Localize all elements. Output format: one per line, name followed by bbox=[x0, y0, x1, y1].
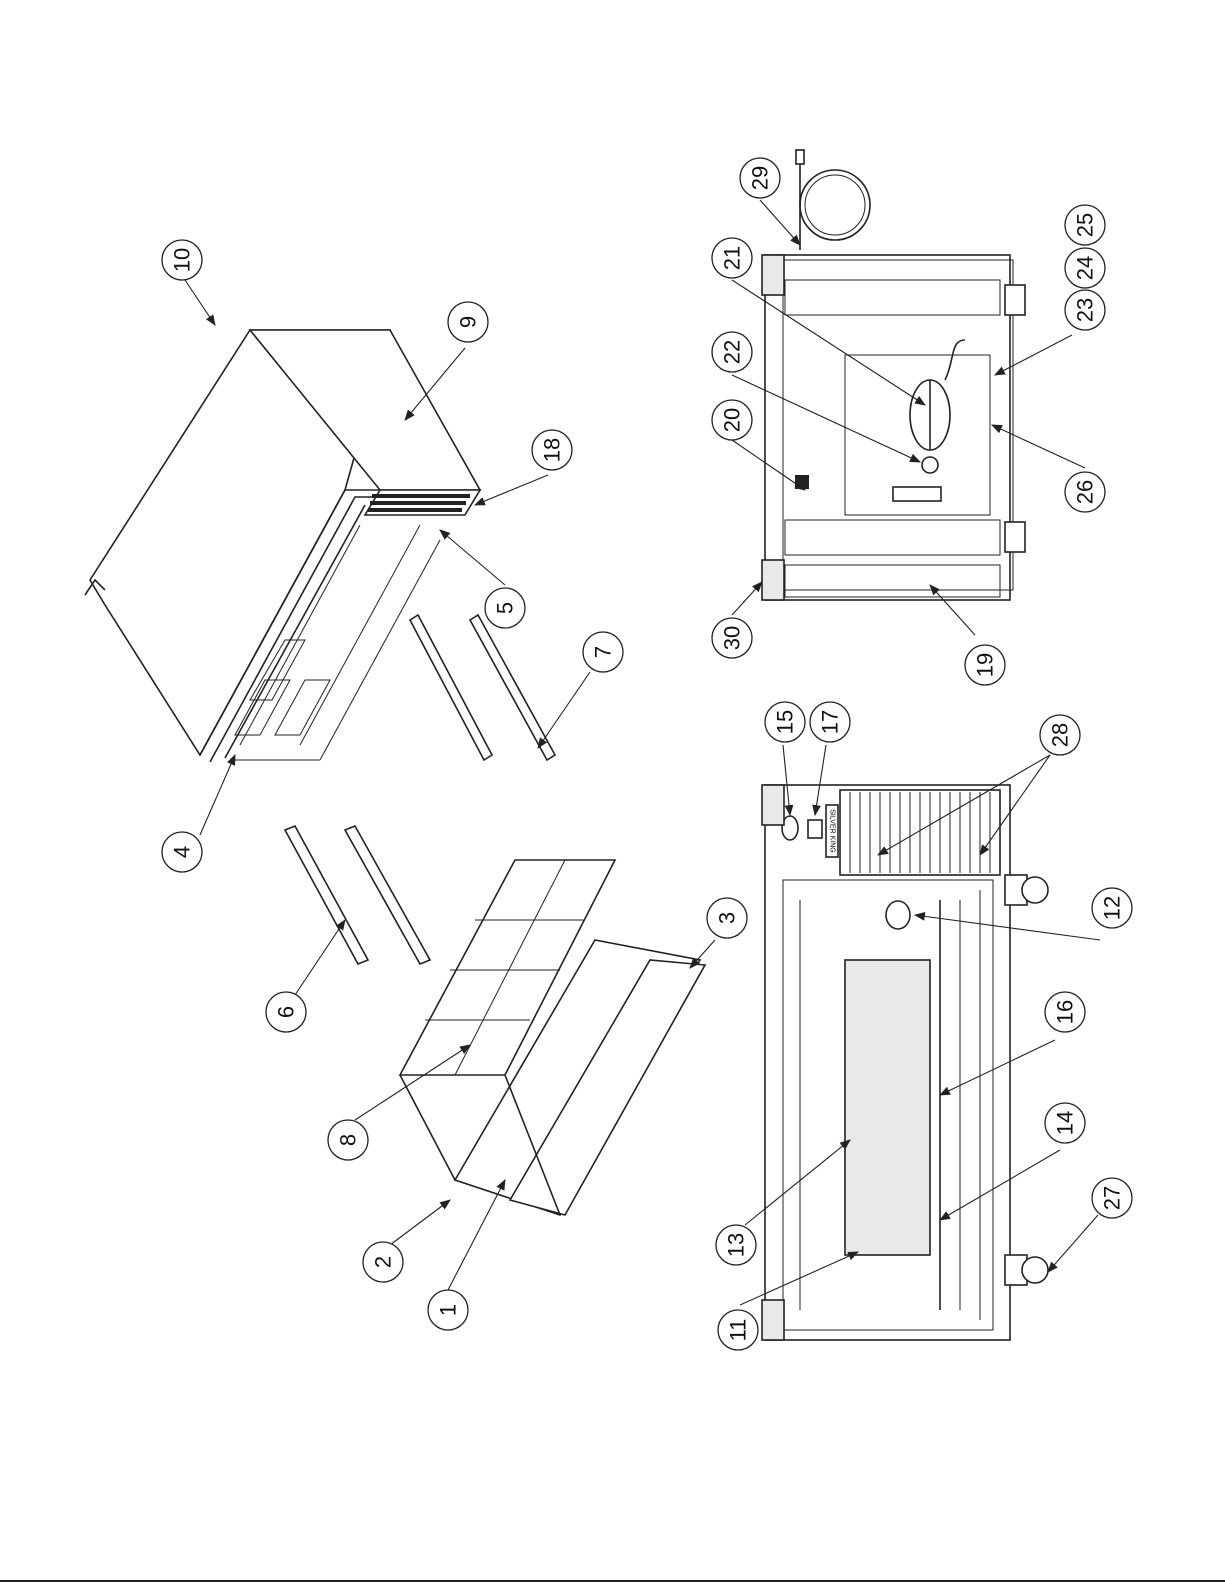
front-view: SILVER KING bbox=[762, 785, 1048, 1340]
balloon-25: 25 bbox=[1065, 205, 1105, 245]
svg-text:25: 25 bbox=[1073, 213, 1098, 237]
balloon-10: 10 bbox=[162, 240, 202, 280]
balloon-22: 22 bbox=[712, 332, 752, 372]
balloon-8: 8 bbox=[328, 1120, 368, 1160]
balloon-12: 12 bbox=[1092, 888, 1132, 928]
balloon-2: 2 bbox=[363, 1242, 403, 1282]
svg-text:10: 10 bbox=[170, 248, 195, 272]
balloon-14: 14 bbox=[1045, 1103, 1085, 1143]
balloon-5: 5 bbox=[485, 588, 525, 628]
rear-view-outline bbox=[765, 255, 1010, 600]
balloon-4: 4 bbox=[162, 832, 202, 872]
svg-text:4: 4 bbox=[170, 846, 195, 858]
svg-text:27: 27 bbox=[1100, 1186, 1125, 1210]
svg-text:30: 30 bbox=[720, 626, 745, 650]
svg-text:12: 12 bbox=[1100, 896, 1125, 920]
balloon-18: 18 bbox=[532, 430, 572, 470]
svg-text:18: 18 bbox=[540, 438, 565, 462]
power-plug bbox=[796, 150, 804, 164]
balloon-27: 27 bbox=[1092, 1178, 1132, 1218]
rear-view bbox=[762, 150, 1025, 600]
power-switch bbox=[808, 820, 822, 838]
svg-text:20: 20 bbox=[720, 408, 745, 432]
balloon-11: 11 bbox=[718, 1310, 758, 1350]
nameplate-text: SILVER KING bbox=[829, 809, 836, 852]
balloon-19: 19 bbox=[965, 645, 1005, 685]
balloon-7: 7 bbox=[583, 632, 623, 672]
rear-caster-left bbox=[1005, 285, 1025, 315]
balloon-29: 29 bbox=[740, 158, 780, 198]
svg-text:5: 5 bbox=[493, 602, 518, 614]
svg-text:22: 22 bbox=[720, 340, 745, 364]
svg-text:9: 9 bbox=[456, 316, 481, 328]
svg-text:15: 15 bbox=[773, 710, 798, 734]
balloon-17: 17 bbox=[810, 702, 850, 742]
balloon-20: 20 bbox=[712, 400, 752, 440]
balloon-21: 21 bbox=[712, 238, 752, 278]
balloon-28: 28 bbox=[1040, 715, 1080, 755]
svg-text:23: 23 bbox=[1073, 298, 1098, 322]
svg-text:13: 13 bbox=[724, 1233, 749, 1257]
balloon-26: 26 bbox=[1065, 472, 1105, 512]
svg-text:3: 3 bbox=[715, 912, 740, 924]
svg-text:7: 7 bbox=[591, 646, 616, 658]
balloon-24: 24 bbox=[1065, 248, 1105, 288]
drawer-assembly bbox=[400, 860, 705, 1215]
page-bottom-rule bbox=[0, 1580, 1225, 1582]
balloon-16: 16 bbox=[1045, 992, 1085, 1032]
svg-text:16: 16 bbox=[1053, 1000, 1078, 1024]
balloon-9: 9 bbox=[448, 302, 488, 342]
svg-text:8: 8 bbox=[336, 1134, 361, 1146]
balloon-6: 6 bbox=[266, 992, 306, 1032]
louvered-grille bbox=[365, 490, 480, 515]
power-cord-coil bbox=[800, 170, 870, 240]
balloon-1: 1 bbox=[428, 1290, 468, 1330]
svg-text:2: 2 bbox=[371, 1256, 396, 1268]
svg-text:14: 14 bbox=[1053, 1111, 1078, 1135]
svg-text:21: 21 bbox=[720, 246, 745, 270]
svg-text:24: 24 bbox=[1073, 256, 1098, 280]
svg-text:28: 28 bbox=[1048, 723, 1073, 747]
svg-text:29: 29 bbox=[748, 166, 773, 190]
rear-caster-right bbox=[1005, 522, 1025, 552]
balloon-3: 3 bbox=[707, 898, 747, 938]
svg-text:6: 6 bbox=[274, 1006, 299, 1018]
balloon-30: 30 bbox=[712, 618, 752, 658]
cabinet-exploded-view bbox=[85, 330, 480, 762]
balloon-23: 23 bbox=[1065, 290, 1105, 330]
svg-text:11: 11 bbox=[726, 1319, 751, 1342]
svg-text:19: 19 bbox=[973, 653, 998, 677]
balloon-15: 15 bbox=[765, 702, 805, 742]
evaporator-coil bbox=[845, 960, 930, 1255]
svg-text:1: 1 bbox=[436, 1304, 461, 1316]
svg-text:26: 26 bbox=[1073, 480, 1098, 504]
svg-text:17: 17 bbox=[818, 710, 843, 734]
balloon-13: 13 bbox=[716, 1225, 756, 1265]
